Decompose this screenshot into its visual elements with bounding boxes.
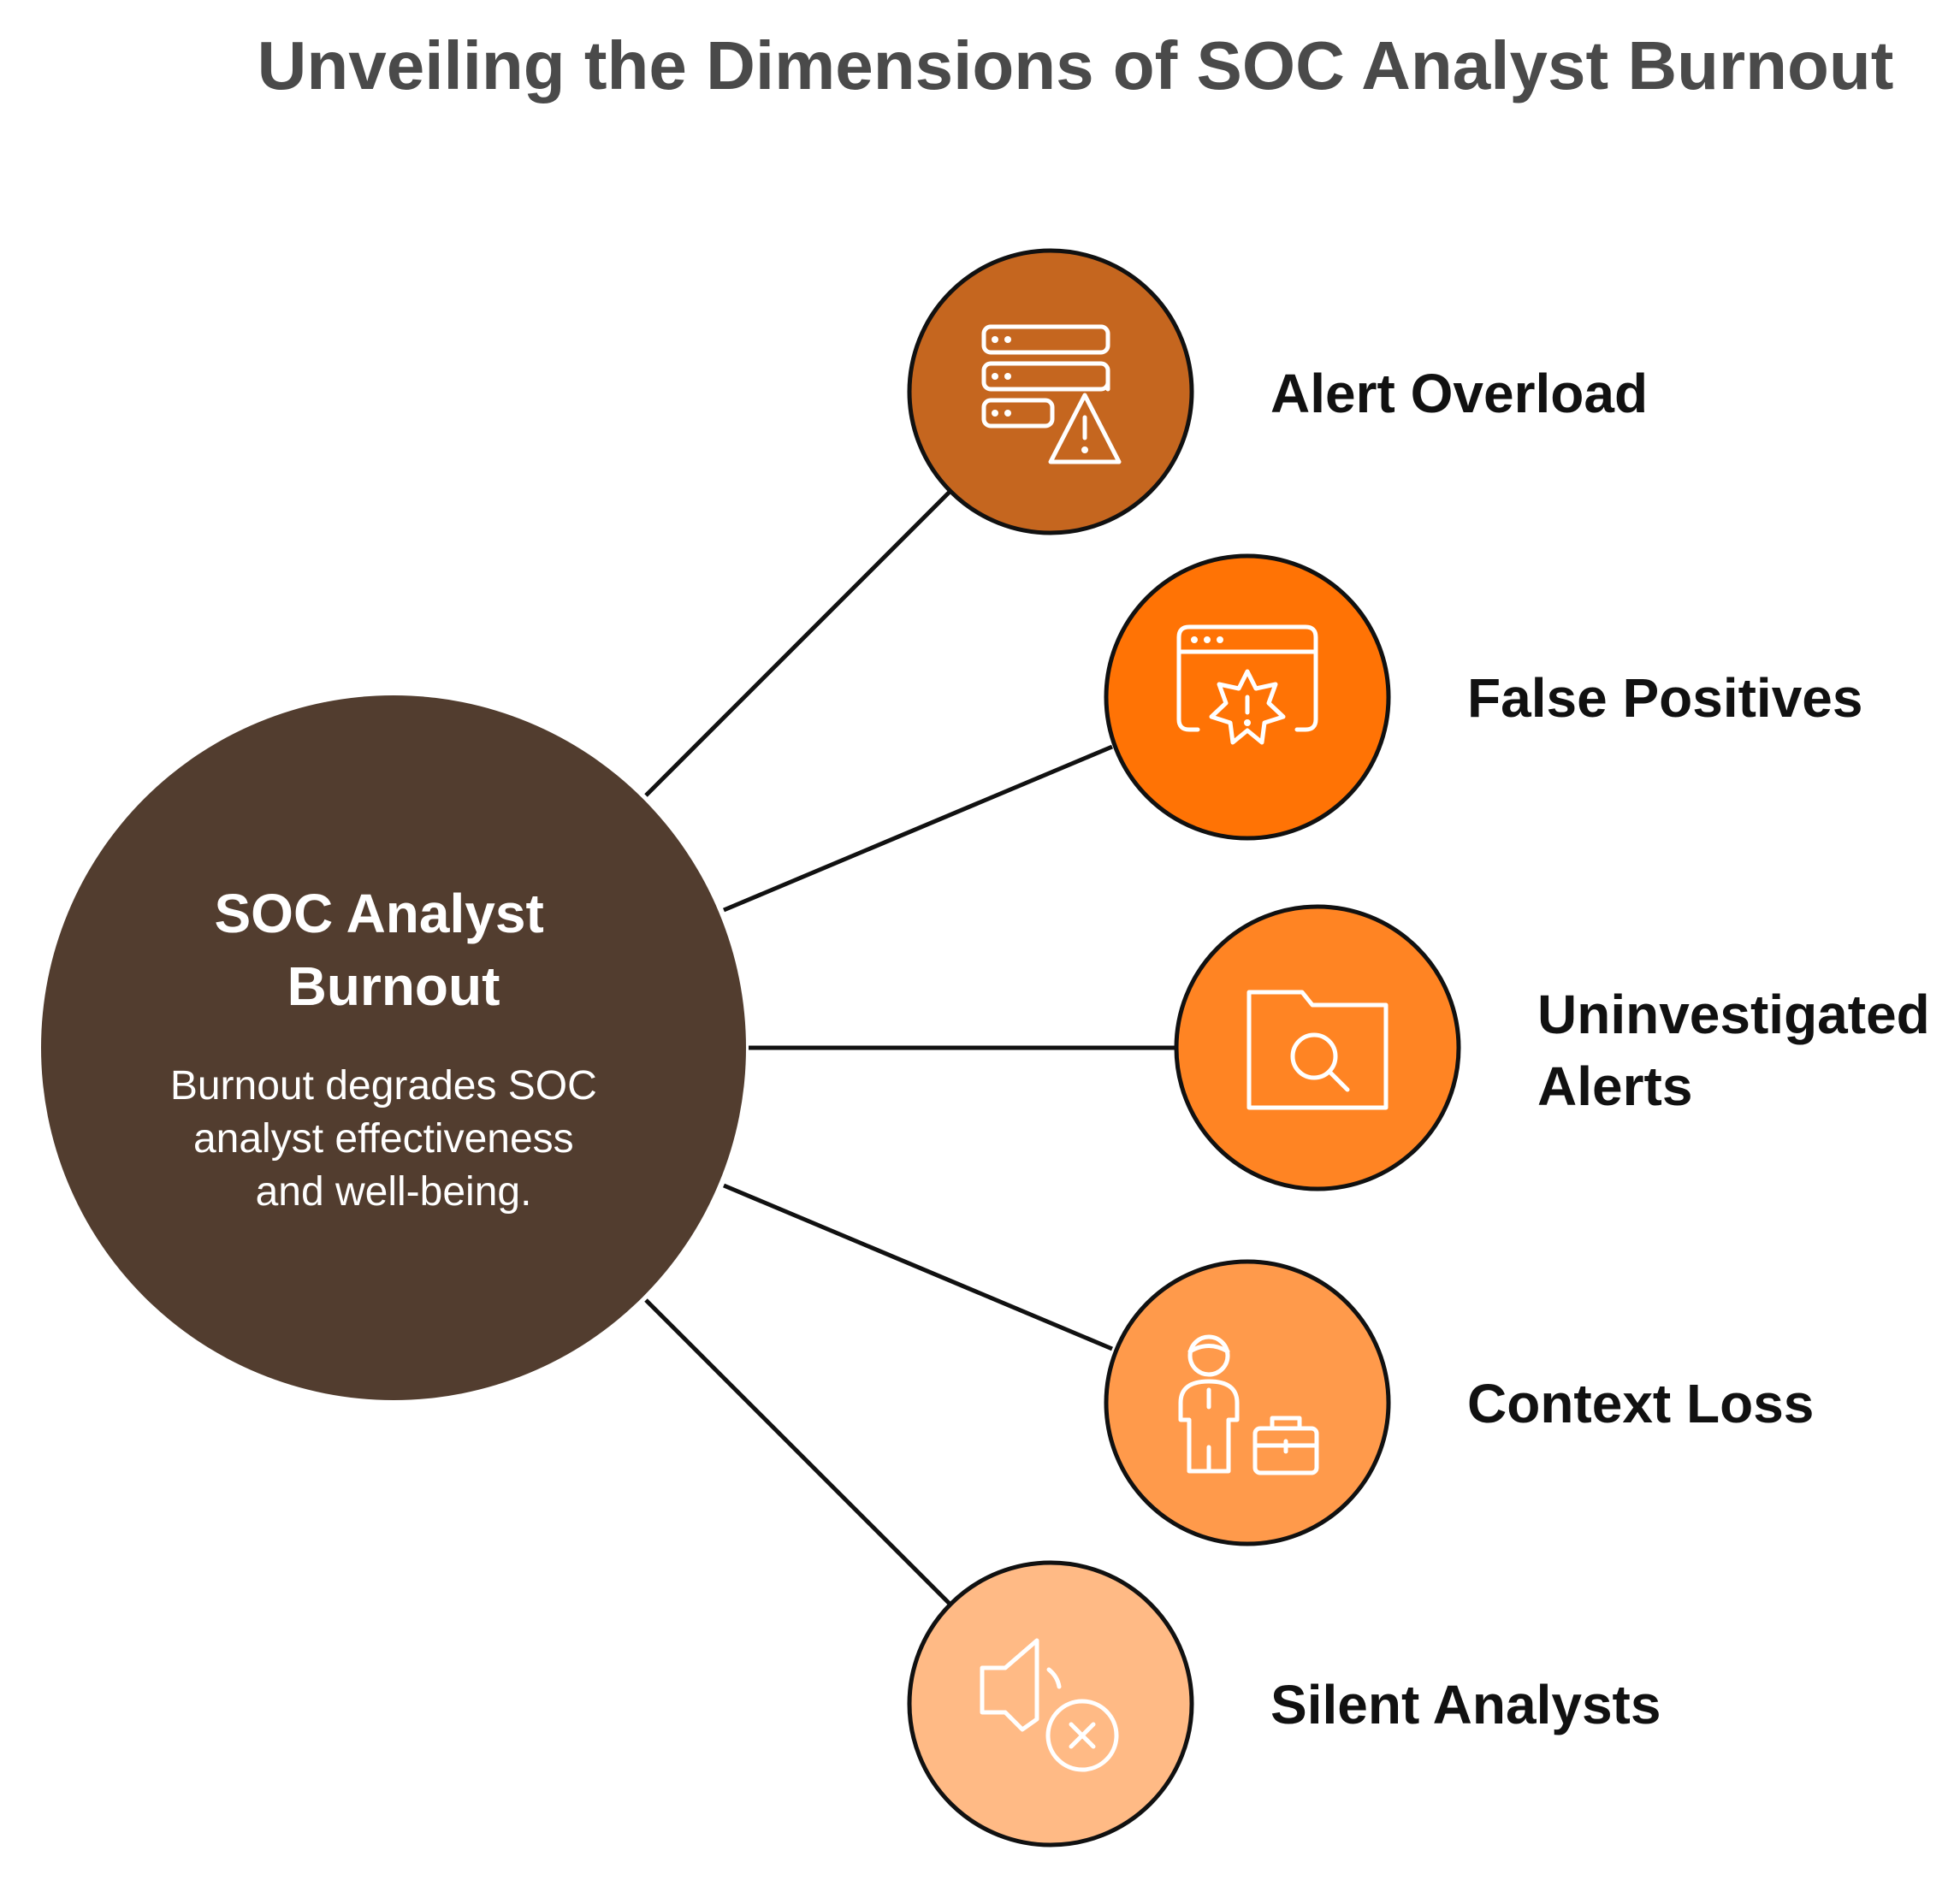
center-description-line: analyst effectiveness bbox=[193, 1116, 574, 1162]
node-label-line: Alert Overload bbox=[1270, 363, 1648, 424]
node-label: False Positives bbox=[1467, 667, 1862, 729]
node-label: Uninvestigated Alerts bbox=[1537, 984, 1945, 1117]
center-title: SOC Analyst Burnout bbox=[214, 883, 559, 1017]
folder-search-icon bbox=[1246, 990, 1389, 1110]
center-description: Burnout degrades SOC analyst effectivene… bbox=[170, 1063, 608, 1215]
center-circle bbox=[41, 695, 746, 1400]
connector-silent-analysts bbox=[644, 1298, 951, 1605]
node-label: Silent Analysts bbox=[1270, 1674, 1661, 1735]
node-circle bbox=[1104, 1259, 1391, 1546]
muted-speaker-icon bbox=[980, 1638, 1119, 1772]
center-node: SOC Analyst Burnout Burnout degrades SOC… bbox=[41, 695, 746, 1400]
browser-alert-icon bbox=[1176, 624, 1318, 745]
node-silent-analysts: Silent Analysts bbox=[907, 1560, 1661, 1847]
node-label-line: Context Loss bbox=[1467, 1373, 1814, 1434]
connector-false-positives bbox=[723, 744, 1113, 913]
center-description-line: and well-being. bbox=[256, 1169, 532, 1215]
node-circle bbox=[907, 1560, 1194, 1847]
connectors bbox=[644, 490, 1175, 1605]
server-warning-icon bbox=[981, 324, 1122, 464]
node-false-positives: False Positives bbox=[1104, 553, 1862, 841]
node-label-line: False Positives bbox=[1467, 667, 1862, 729]
connector-alert-overload bbox=[644, 490, 951, 797]
page-title: Unveiling the Dimensions of SOC Analyst … bbox=[258, 27, 1894, 103]
node-alert-overload: Alert Overload bbox=[907, 248, 1648, 535]
node-circle bbox=[907, 248, 1194, 535]
node-label: Alert Overload bbox=[1270, 363, 1648, 424]
node-circle bbox=[1174, 904, 1461, 1191]
node-label-line: Silent Analysts bbox=[1270, 1674, 1661, 1735]
center-title-line: Burnout bbox=[287, 955, 500, 1017]
node-uninvestigated-alerts: Uninvestigated Alerts bbox=[1174, 904, 1945, 1191]
center-description-line: Burnout degrades SOC bbox=[170, 1063, 597, 1108]
node-label-line: Alerts bbox=[1537, 1055, 1692, 1117]
node-label: Context Loss bbox=[1467, 1373, 1814, 1434]
person-briefcase-icon bbox=[1178, 1334, 1319, 1475]
node-label-line: Uninvestigated bbox=[1537, 984, 1930, 1045]
center-title-line: SOC Analyst bbox=[214, 883, 543, 944]
connector-context-loss bbox=[723, 1183, 1113, 1351]
node-context-loss: Context Loss bbox=[1104, 1259, 1814, 1546]
